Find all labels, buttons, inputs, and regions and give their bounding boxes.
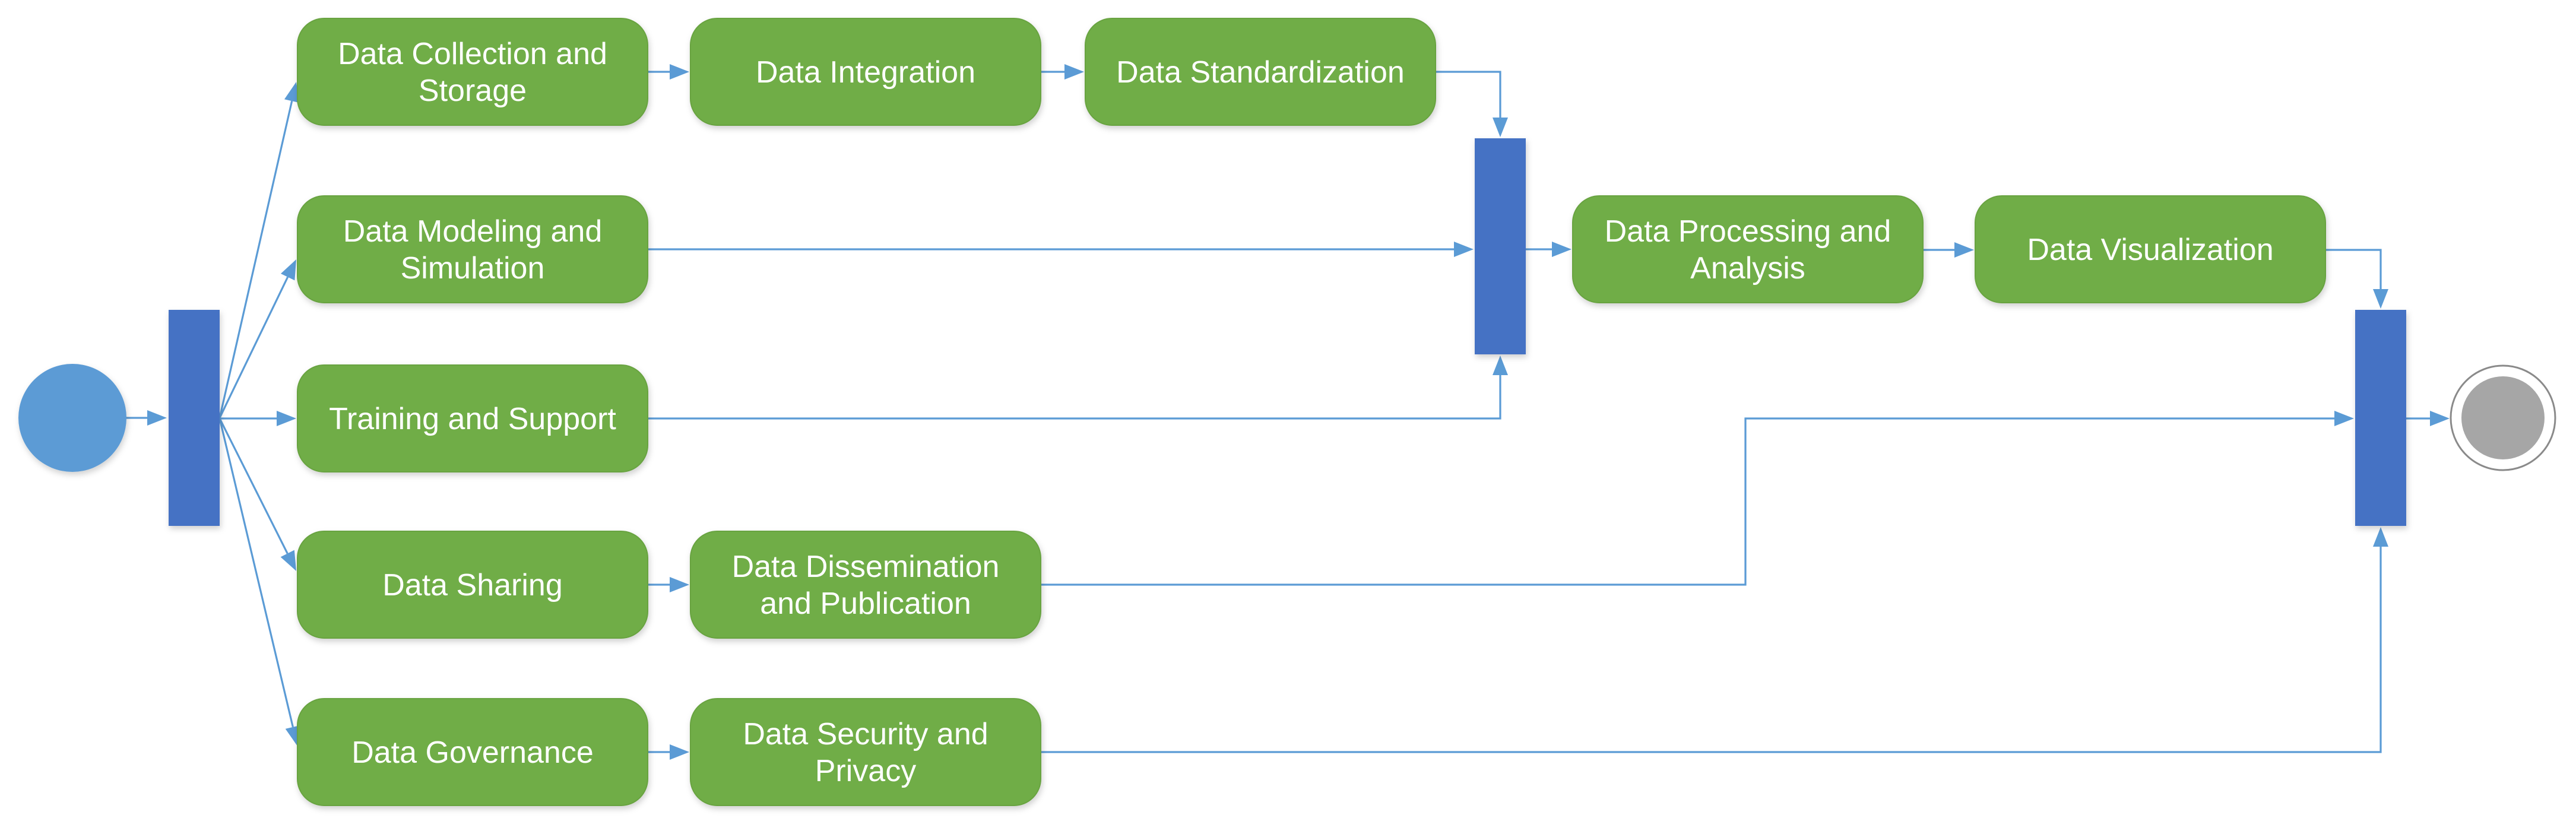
activity-shape — [297, 698, 648, 806]
connector-line — [218, 418, 294, 728]
arrowhead-icon — [277, 411, 296, 426]
arrowhead-icon — [1552, 242, 1571, 257]
arrowhead-icon — [2334, 411, 2354, 426]
end-circle-inner — [2461, 376, 2545, 459]
activity-data-standardization: Data Standardization — [1085, 18, 1436, 126]
end-node — [2450, 364, 2556, 471]
activity-label: Data Integration — [756, 55, 975, 90]
edge-fork-to-governance — [218, 418, 301, 746]
edge-fork-to-modeling — [218, 259, 296, 418]
arrowhead-icon — [284, 82, 300, 103]
activity-data-visualization: Data Visualization — [1975, 195, 2326, 303]
arrowhead-icon — [670, 744, 689, 760]
edge-standardization-to-join1 — [1436, 71, 1508, 137]
activity-shape — [690, 698, 1041, 806]
activity-shape — [1572, 195, 1924, 303]
activity-data-governance: Data Governance — [297, 698, 648, 806]
edge-dissemination-to-join2 — [1041, 411, 2354, 586]
connector-line — [2325, 249, 2382, 289]
join-bar-2 — [2355, 310, 2406, 526]
edge-sharing-to-dissemination — [648, 577, 689, 592]
activity-shape — [1975, 195, 2326, 303]
activity-shape — [297, 364, 648, 472]
sync-bar-shape — [2355, 310, 2406, 526]
edge-join1-to-processing — [1526, 242, 1571, 257]
arrowhead-icon — [2373, 527, 2388, 547]
connector-line — [218, 100, 293, 418]
edge-fork-to-sharing — [218, 418, 296, 571]
activity-label: Data Standardization — [1116, 55, 1405, 90]
arrowhead-icon — [280, 259, 296, 281]
arrowhead-icon — [2430, 411, 2450, 426]
edge-join2-to-end — [2406, 411, 2450, 426]
connector-line — [648, 375, 1501, 420]
edge-governance-to-security — [648, 744, 689, 760]
sync-bar-shape — [169, 310, 220, 526]
activity-shape — [690, 18, 1041, 126]
edge-collection-to-integration — [648, 64, 689, 80]
arrowhead-icon — [670, 64, 689, 80]
arrowhead-icon — [670, 577, 689, 592]
arrowhead-icon — [1493, 356, 1508, 375]
activity-shape — [297, 195, 648, 303]
sync-bar-shape — [1475, 138, 1526, 354]
activity-data-sharing: Data Sharing — [297, 531, 648, 639]
connector-line — [1041, 547, 2382, 753]
edge-fork-to-training — [220, 411, 296, 426]
activity-data-integration: Data Integration — [690, 18, 1041, 126]
arrowhead-icon — [1954, 242, 1974, 258]
connector-line — [218, 277, 289, 418]
connector-line — [1041, 417, 2334, 586]
activity-label: Data Visualization — [2027, 233, 2273, 267]
join-bar-1 — [1475, 138, 1526, 354]
edge-fork-to-collection — [218, 82, 300, 418]
edge-processing-to-visualization — [1923, 242, 1974, 258]
activity-shape — [297, 18, 648, 126]
arrowhead-icon — [1454, 242, 1474, 257]
edge-integration-to-standardization — [1041, 64, 1084, 80]
connector-line — [1436, 71, 1501, 118]
arrowhead-icon — [1064, 64, 1084, 80]
connector-line — [218, 418, 289, 554]
arrowhead-icon — [1493, 118, 1508, 137]
activity-label: Data Sharing — [382, 568, 563, 602]
start-node — [18, 364, 126, 472]
arrowhead-icon — [147, 410, 167, 426]
activity-shape — [1085, 18, 1436, 126]
activity-shape — [690, 531, 1041, 639]
edge-security-to-join2 — [1041, 527, 2388, 753]
edge-start-to-fork — [126, 410, 167, 426]
activity-label: Training and Support — [329, 402, 616, 436]
activity-shape — [297, 531, 648, 639]
activity-training-and-support: Training and Support — [297, 364, 648, 472]
arrowhead-icon — [280, 550, 296, 571]
connectors-layer — [126, 64, 2450, 760]
edge-modeling-to-join1 — [648, 242, 1474, 257]
activity-label: Data Governance — [351, 735, 594, 770]
edge-visualization-to-join2 — [2325, 249, 2388, 309]
start-circle — [18, 364, 126, 472]
arrowhead-icon — [285, 725, 301, 746]
arrowhead-icon — [2373, 289, 2388, 309]
edge-training-to-join1 — [648, 356, 1508, 420]
fork-bar — [169, 310, 220, 526]
